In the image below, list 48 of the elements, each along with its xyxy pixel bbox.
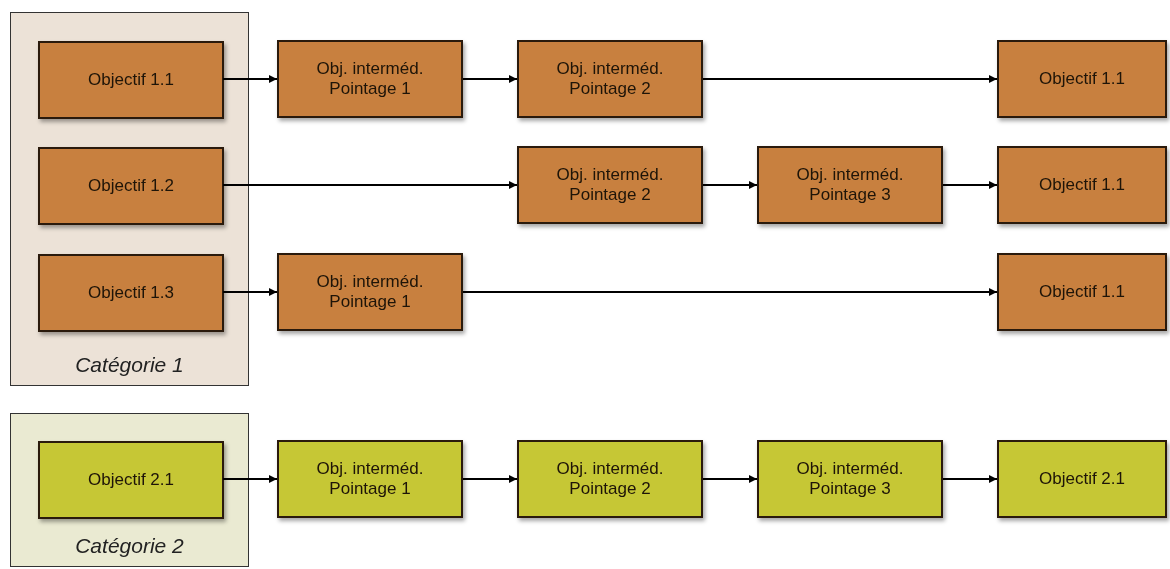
objective-box: [997, 146, 1167, 224]
objective-box: [757, 146, 943, 224]
objective-box: [997, 440, 1167, 518]
arrow: [222, 75, 278, 83]
arrow: [222, 288, 278, 296]
box-label: Obj. interméd. Pointage 3: [795, 458, 905, 500]
box-label: Obj. interméd. Pointage 1: [315, 271, 425, 313]
box-label: Obj. interméd. Pointage 1: [315, 458, 425, 500]
objective-box: [38, 147, 224, 225]
arrow: [942, 475, 998, 483]
objective-box: [517, 146, 703, 224]
objective-box: [38, 254, 224, 332]
objective-box: [997, 253, 1167, 331]
box-label: Obj. interméd. Pointage 1: [315, 58, 425, 100]
arrow: [942, 181, 998, 189]
objective-box: [997, 40, 1167, 118]
objective-box: [38, 41, 224, 119]
objective-box: [277, 40, 463, 118]
box-label: Objectif 1.3: [88, 282, 174, 304]
arrow: [702, 475, 758, 483]
box-label: Objectif 1.2: [88, 175, 174, 197]
box-label: Objectif 1.1: [1039, 281, 1125, 303]
arrow: [702, 75, 998, 83]
arrow: [462, 75, 518, 83]
box-label: Obj. interméd. Pointage 2: [555, 458, 665, 500]
objective-box: [517, 40, 703, 118]
arrow: [462, 475, 518, 483]
box-label: Obj. interméd. Pointage 3: [795, 164, 905, 206]
box-label: Objectif 2.1: [1039, 468, 1125, 490]
box-label: Objectif 1.1: [1039, 174, 1125, 196]
objective-box: [277, 253, 463, 331]
objective-box: [38, 441, 224, 519]
box-label: Objectif 1.1: [1039, 68, 1125, 90]
box-label: Obj. interméd. Pointage 2: [555, 58, 665, 100]
category-panel: [10, 12, 249, 386]
arrow: [222, 181, 518, 189]
category-label: Catégorie 1: [74, 353, 185, 377]
objective-box: [277, 440, 463, 518]
objective-box: [757, 440, 943, 518]
arrow: [702, 181, 758, 189]
box-label: Objectif 1.1: [88, 69, 174, 91]
category-panel: [10, 413, 249, 567]
box-label: Obj. interméd. Pointage 2: [555, 164, 665, 206]
box-label: Objectif 2.1: [88, 469, 174, 491]
arrow: [462, 288, 998, 296]
arrow: [222, 475, 278, 483]
objective-box: [517, 440, 703, 518]
category-label: Catégorie 2: [74, 534, 185, 558]
